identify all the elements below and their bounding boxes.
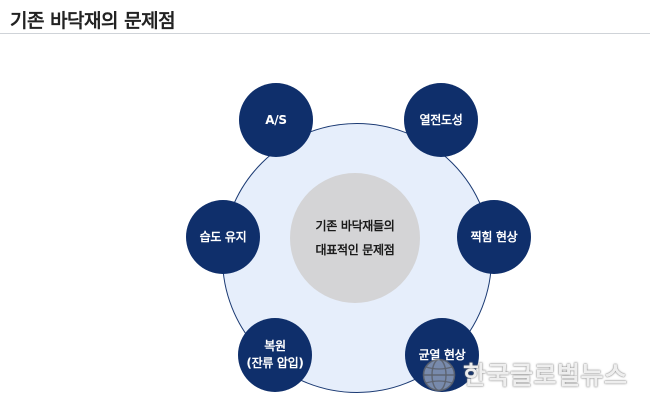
- node-restore: 복원 (잔류 압입): [238, 318, 312, 392]
- node-humidity: 습도 유지: [186, 200, 260, 274]
- watermark: 한국글로벌뉴스: [417, 345, 645, 405]
- center-label-line2: 대표적인 문제점: [315, 243, 395, 257]
- watermark-text: 한국글로벌뉴스: [463, 361, 628, 390]
- node-dent: 찍힘 현상: [457, 200, 531, 274]
- node-heat-conductivity-label: 열전도성: [419, 112, 463, 127]
- node-as: A/S: [239, 83, 313, 157]
- center-circle: 기존 바닥재들의 대표적인 문제점: [290, 173, 420, 303]
- node-crack-label: 균열 현상: [418, 347, 466, 362]
- node-restore-label-line1: 복원: [264, 339, 286, 353]
- globe-logo-icon: [422, 358, 456, 392]
- node-crack: 균열 현상: [405, 318, 479, 392]
- node-as-label: A/S: [265, 112, 287, 127]
- node-restore-label-line2: (잔류 압입): [246, 356, 304, 370]
- title-divider: [0, 33, 650, 34]
- center-label-line1: 기존 바닥재들의: [315, 219, 395, 233]
- page-title: 기존 바닥재의 문제점: [10, 10, 176, 32]
- node-dent-label: 찍힘 현상: [470, 229, 518, 244]
- node-heat-conductivity: 열전도성: [404, 83, 478, 157]
- node-humidity-label: 습도 유지: [199, 229, 247, 244]
